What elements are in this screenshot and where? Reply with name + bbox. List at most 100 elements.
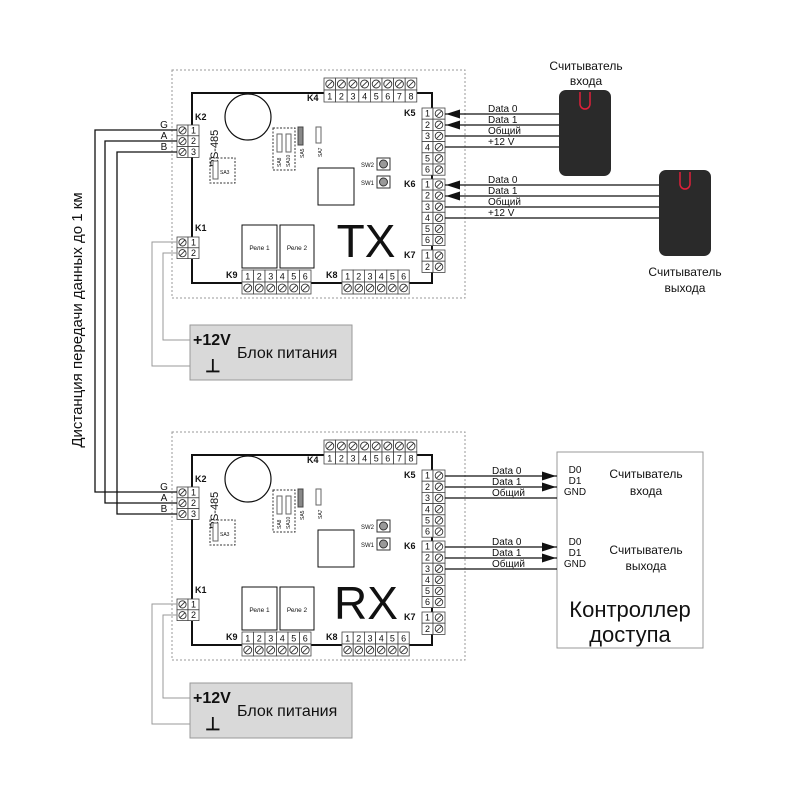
screw-icon xyxy=(434,504,444,514)
controller-pin-label: GND xyxy=(564,487,586,498)
screw-slot xyxy=(179,149,186,155)
jumper-sa7 xyxy=(315,126,322,144)
screw-slot xyxy=(436,192,442,199)
rx-wire-label: Data 0 xyxy=(492,466,522,477)
screw-slot xyxy=(179,601,186,608)
rs485-wire-b xyxy=(116,151,177,515)
terminal-number: 6 xyxy=(385,92,390,102)
screw-slot xyxy=(436,155,442,162)
arrow-icon xyxy=(542,482,556,492)
screw-icon xyxy=(178,488,187,497)
rx-wire-label: Data 1 xyxy=(492,477,522,488)
terminal-cell xyxy=(187,609,200,621)
screw-icon xyxy=(277,645,287,655)
chip xyxy=(317,167,355,206)
screw-icon xyxy=(348,441,358,451)
screw-icon xyxy=(289,645,299,655)
k2-label: K2 xyxy=(195,112,207,122)
screw-icon xyxy=(348,79,358,89)
screw-icon xyxy=(394,441,404,451)
screw-icon xyxy=(343,283,352,293)
psu-wire-1 xyxy=(151,241,190,367)
sa5-label: SA5 xyxy=(300,148,306,158)
screw-slot xyxy=(436,263,442,270)
button-icon xyxy=(379,539,388,549)
ground-icon: ⊥ xyxy=(205,714,221,734)
screw-icon xyxy=(399,283,408,293)
screw-slot xyxy=(436,121,442,128)
terminal-number: 1 xyxy=(345,272,350,282)
screw-slot xyxy=(436,517,442,524)
entry-reader-label: входа xyxy=(570,74,603,88)
sa3-label: SA3 xyxy=(220,532,230,538)
screw-icon xyxy=(434,235,444,245)
screw-icon xyxy=(336,441,346,451)
terminal-number: 3 xyxy=(350,92,355,102)
screw-icon xyxy=(434,482,444,492)
terminal-number: 5 xyxy=(291,634,296,644)
terminal-number: 3 xyxy=(425,202,430,212)
screw-icon xyxy=(388,645,397,655)
psu-voltage: +12V xyxy=(193,332,231,349)
screw-icon xyxy=(277,283,287,293)
screw-icon xyxy=(434,120,444,130)
screw-slot xyxy=(256,646,263,654)
screw-slot xyxy=(436,588,442,594)
tx-wire-label: +12 V xyxy=(488,208,515,219)
controller-pin-label: D1 xyxy=(569,548,582,559)
relay-1 xyxy=(241,586,278,631)
tx-wire-label: +12 V xyxy=(488,137,515,148)
screw-icon xyxy=(325,79,335,89)
sa3-label: SA3 xyxy=(220,170,230,176)
terminal-number: 5 xyxy=(374,92,379,102)
arrow-icon xyxy=(446,120,460,130)
tx-wire-label: Data 0 xyxy=(488,175,518,186)
terminal-number: 3 xyxy=(350,454,355,464)
battery-icon xyxy=(224,455,272,503)
screw-icon xyxy=(434,142,444,152)
board-outline xyxy=(171,69,466,299)
screw-slot xyxy=(436,181,442,188)
terminal-number: 2 xyxy=(191,610,196,620)
screw-icon xyxy=(365,645,375,655)
controller-exit-label: Считыватель xyxy=(609,543,682,557)
screw-slot xyxy=(436,599,442,605)
board-outline xyxy=(171,431,466,661)
screw-slot xyxy=(384,442,391,450)
terminal-number: 3 xyxy=(367,272,372,282)
screw-slot xyxy=(436,214,442,221)
jumper-sa3 xyxy=(209,519,236,546)
tx-wire-label: Общий xyxy=(488,196,521,208)
screw-icon xyxy=(394,79,404,89)
screw-icon xyxy=(434,251,444,260)
screw-slot xyxy=(373,442,380,450)
controller-entry-label: Считыватель xyxy=(609,467,682,481)
jumper-pins xyxy=(285,495,292,515)
arrow-icon xyxy=(446,180,460,190)
exit-reader-label: выхода xyxy=(665,281,706,295)
sw1-label: SW1 xyxy=(361,543,375,549)
arrow-icon xyxy=(446,109,460,119)
board-name: TX xyxy=(337,215,396,267)
k1-label: K1 xyxy=(195,223,207,233)
controller-title: Контроллер xyxy=(569,597,690,622)
screw-icon xyxy=(434,597,444,607)
terminal-number: 4 xyxy=(362,92,367,102)
terminal-number: 4 xyxy=(425,142,430,152)
jumper-sa3 xyxy=(209,157,236,184)
terminal-number: 4 xyxy=(362,454,367,464)
relay-2-label: Реле 2 xyxy=(287,245,308,252)
exit-reader xyxy=(659,170,711,256)
screw-icon xyxy=(434,180,444,189)
k4-label: K4 xyxy=(307,93,319,103)
screw-icon xyxy=(434,165,444,174)
terminal-number: 3 xyxy=(425,131,430,141)
screw-icon xyxy=(434,493,444,503)
screw-icon xyxy=(354,283,364,293)
screw-slot xyxy=(344,647,351,653)
k6-label: K6 xyxy=(404,541,416,551)
screw-icon xyxy=(376,645,386,655)
tx-wire-label: Общий xyxy=(488,125,521,137)
terminal-cell xyxy=(404,89,418,103)
